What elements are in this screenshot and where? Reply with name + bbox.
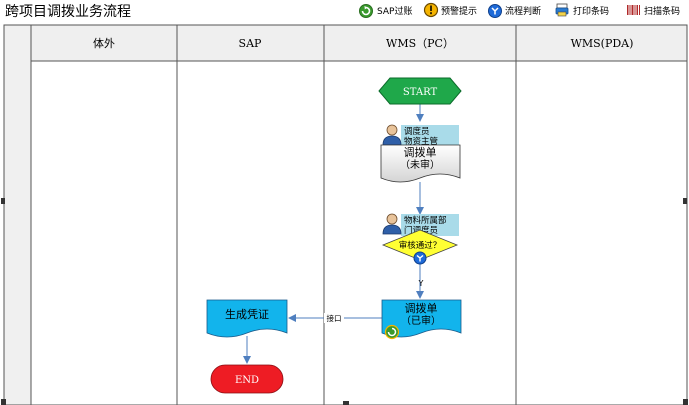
- doc2-line1: 调拨单: [405, 301, 438, 315]
- start-label: START: [403, 87, 438, 98]
- decision-label: 审核通过？: [399, 240, 442, 251]
- role1-line1: 调度员: [404, 126, 430, 137]
- end-node: END: [210, 364, 284, 394]
- sap-posting-icon: [384, 324, 400, 340]
- connectors: [243, 104, 424, 364]
- legend-label-sap-posting: SAP过账: [377, 5, 412, 17]
- legend-item-sap-posting: SAP过账: [359, 4, 412, 18]
- voucher-label: 生成凭证: [225, 307, 269, 321]
- interface-label-box: 接口: [324, 313, 344, 323]
- person-icon: [382, 124, 402, 146]
- legend-item-scan-barcode: 扫描条码: [627, 4, 680, 17]
- flow-decision-icon: [413, 251, 427, 265]
- interface-label: 接口: [327, 313, 342, 323]
- scan-barcode-icon: [627, 4, 640, 16]
- doc1-line2: （未审）: [400, 158, 440, 171]
- warning-icon: [423, 2, 439, 18]
- flow-decision-icon: [488, 4, 502, 18]
- decision-node: 审核通过？ Y: [381, 229, 459, 288]
- role-tag-1: 调度员 物资主管: [382, 124, 459, 147]
- legend-label-print-barcode: 打印条码: [573, 5, 609, 17]
- sap-posting-icon: [359, 4, 373, 18]
- legend-item-print-barcode: 打印条码: [555, 3, 609, 17]
- legend-label-flow-decision: 流程判断: [505, 5, 541, 17]
- doc-generate-voucher: 生成凭证: [206, 299, 288, 338]
- doc2-line2: （已审）: [401, 314, 441, 327]
- page-title: 跨项目调拨业务流程: [5, 4, 131, 20]
- doc1-line1: 调拨单: [404, 145, 437, 159]
- legend-item-warning: 预警提示: [423, 2, 477, 18]
- legend: SAP过账 预警提示 流程判断 打印条码: [359, 2, 680, 18]
- swimlane-frame: [1, 24, 688, 405]
- start-node: START: [378, 77, 462, 105]
- legend-item-flow-decision: 流程判断: [488, 4, 541, 18]
- role2-line1: 物料所属部: [404, 215, 447, 226]
- print-barcode-icon: [555, 3, 569, 17]
- legend-label-scan-barcode: 扫描条码: [644, 5, 680, 17]
- end-label: END: [235, 375, 259, 386]
- lane-header-external: 体外: [93, 36, 115, 50]
- lane-headers: 体外 SAP WMS（PC） WMS(PDA): [93, 36, 633, 50]
- legend-label-warning: 预警提示: [441, 5, 477, 17]
- yes-label: Y: [418, 279, 424, 288]
- title-bar: 跨项目调拨业务流程: [0, 0, 689, 24]
- role1-line2: 物资主管: [404, 136, 438, 147]
- doc-transfer-unreviewed: 调拨单 （未审）: [380, 144, 461, 183]
- person-icon: [382, 213, 402, 235]
- lane-header-wms-pc: WMS（PC）: [386, 37, 454, 50]
- lane-header-wms-pda: WMS(PDA): [571, 37, 634, 50]
- doc-transfer-reviewed: 调拨单 （已审）: [381, 299, 462, 340]
- lane-header-sap: SAP: [239, 37, 262, 50]
